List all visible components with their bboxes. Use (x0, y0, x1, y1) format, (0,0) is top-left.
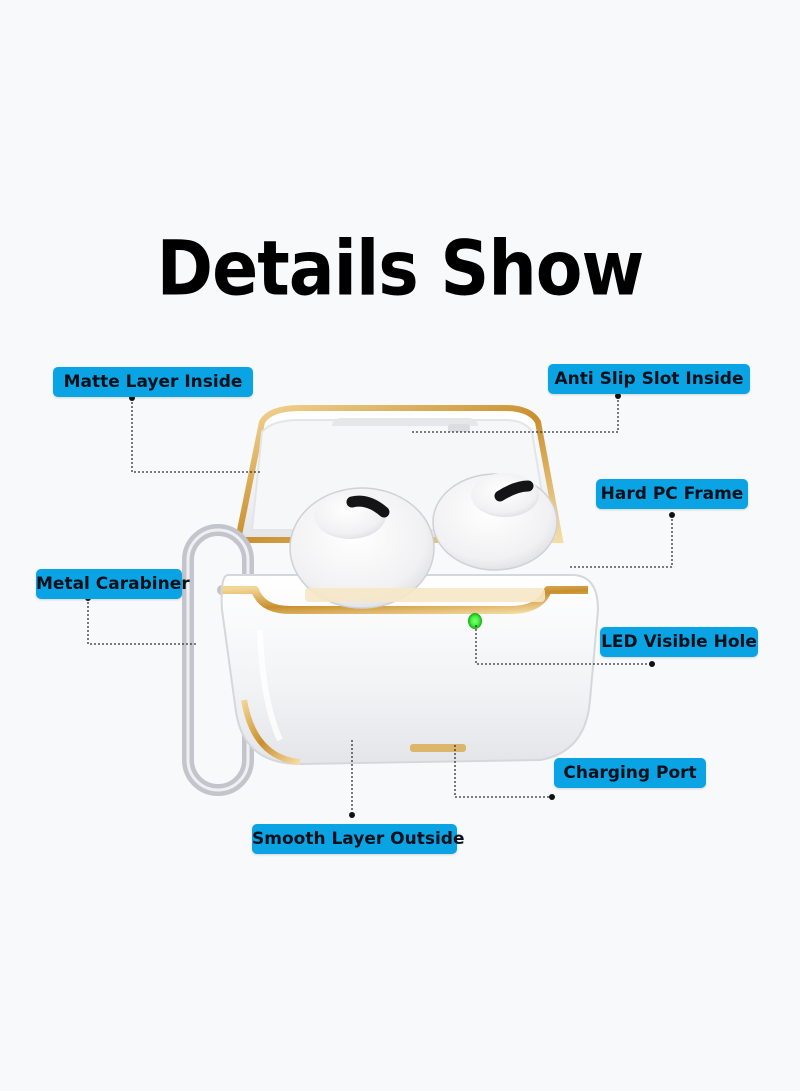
callout-hard-pc-frame: Hard PC Frame (596, 479, 748, 509)
leader-dots (85, 393, 675, 818)
case-body (220, 574, 600, 766)
callout-smooth-layer: Smooth Layer Outside (252, 824, 464, 854)
callout-metal-carabiner: Metal Carabiner (36, 569, 190, 599)
callout-charging-port: Charging Port (554, 758, 706, 788)
page-title: Details Show (156, 225, 645, 314)
earbuds-illustration (289, 473, 558, 609)
callout-matte-layer: Matte Layer Inside (53, 367, 253, 397)
led-indicator (468, 613, 482, 629)
leader-lines (87, 396, 673, 815)
callout-led-visible-hole: LED Visible Hole (600, 627, 758, 657)
callout-anti-slip-slot: Anti Slip Slot Inside (548, 364, 750, 394)
